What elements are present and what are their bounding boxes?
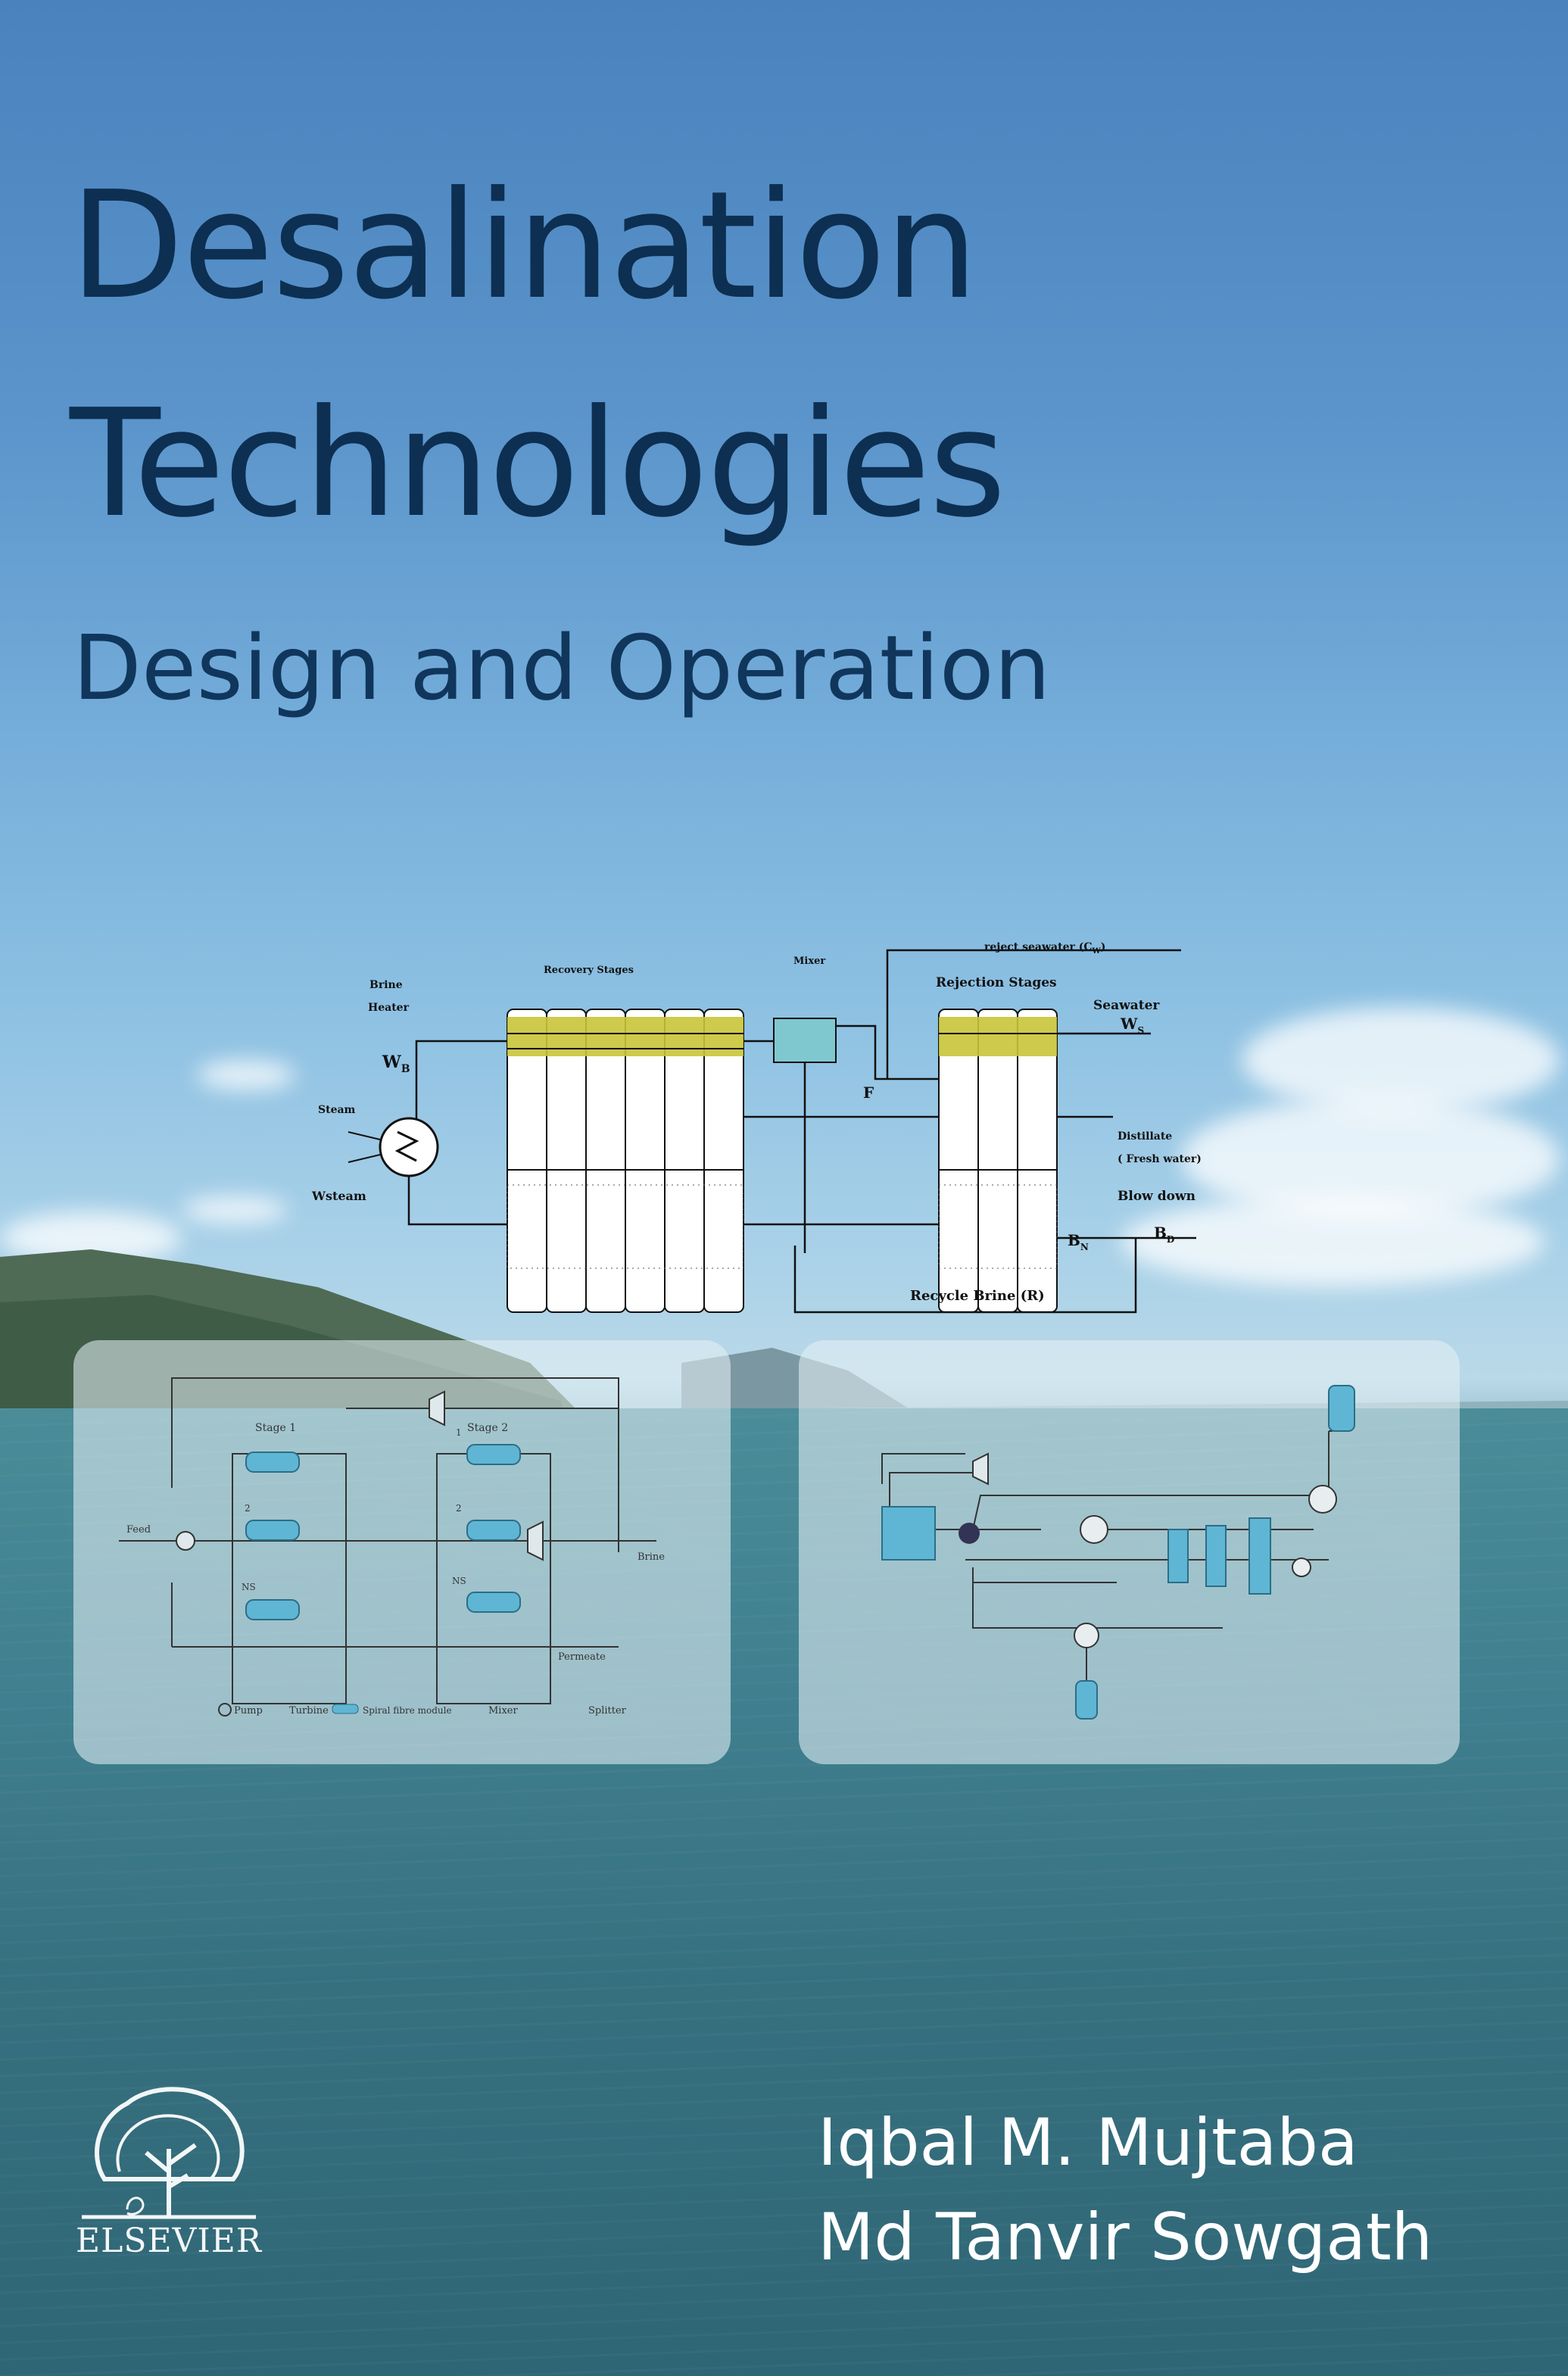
publisher-name: ELSEVIER: [75, 2222, 262, 2260]
stage-2-module-ns-number: NS: [452, 1576, 466, 1586]
title-line-2: Technologies: [70, 378, 1006, 550]
mixer-box: [773, 1018, 837, 1063]
process-lines: [407, 949, 1196, 1314]
cloud: [1121, 1196, 1545, 1287]
column-3: [1205, 1525, 1227, 1587]
storage-tank-bottom: [1075, 1680, 1098, 1720]
hybrid-process-panel: [799, 1340, 1460, 1764]
ws-label: WS: [1120, 1015, 1144, 1036]
bn-label: BN: [1068, 1231, 1089, 1252]
legend-splitter: Splitter: [588, 1705, 627, 1717]
brine-heater-label-1: Brine: [369, 979, 403, 991]
subtitle: Design and Operation: [73, 616, 1051, 720]
stage-1-label: Stage 1: [255, 1422, 296, 1434]
cloud: [197, 1060, 295, 1090]
stage-1-module-2-number: 2: [245, 1503, 251, 1514]
heat-exchanger: [959, 1523, 980, 1544]
stage-2-label: Stage 2: [467, 1422, 508, 1434]
distillate-label: Distillate: [1118, 1130, 1172, 1143]
process-unit: [881, 1506, 936, 1561]
ro-network-diagram: Stage 1 Stage 2 2 NS 1 2 NS Feed Brine P…: [119, 1377, 665, 1717]
column-4: [1248, 1517, 1271, 1595]
bd-label: BD: [1154, 1224, 1174, 1245]
brine-label: Brine: [637, 1551, 665, 1563]
mixer-label: Mixer: [793, 956, 825, 967]
permeate-label: Permeate: [558, 1651, 606, 1663]
seawater-label: Seawater: [1093, 998, 1160, 1013]
wb-label: WB: [382, 1052, 410, 1075]
fresh-water-label: ( Fresh water): [1118, 1153, 1202, 1165]
legend-spiral-module: Spiral fibre module: [363, 1705, 452, 1716]
rejection-stages: [938, 1009, 1058, 1313]
splitter-node: [1074, 1623, 1099, 1648]
mixer-node: [1308, 1485, 1337, 1514]
recovery-stages-label: Recovery Stages: [544, 965, 634, 976]
cloud: [1242, 1007, 1560, 1113]
column-2: [1167, 1529, 1189, 1583]
title-line-1: Desalination: [70, 160, 978, 332]
legend-turbine: Turbine: [289, 1705, 329, 1717]
stage-1-module-ns-number: NS: [242, 1582, 256, 1592]
blow-down-label: Blow down: [1118, 1189, 1195, 1204]
ro-modules-stage-2: [466, 1444, 521, 1613]
hybrid-process-diagram: [881, 1385, 1355, 1720]
storage-tank-top: [1328, 1385, 1355, 1432]
brine-heater-label-2: Heater: [368, 1002, 410, 1014]
ro-modules-stage-1: [245, 1451, 300, 1620]
rejection-stages-label: Rejection Stages: [936, 975, 1057, 990]
f-label: F: [863, 1084, 874, 1102]
legend: Pump Turbine Spiral fibre module Mixer S…: [218, 1703, 627, 1717]
stage-2-module-1-number: 1: [456, 1427, 462, 1438]
cloud: [182, 1196, 288, 1224]
feed-label: Feed: [126, 1524, 151, 1536]
legend-pump: Pump: [234, 1705, 263, 1717]
steam-label: Steam: [318, 1104, 356, 1116]
wsteam-label: Wsteam: [311, 1189, 366, 1203]
elsevier-tree-icon: [82, 2087, 256, 2219]
msf-process-diagram: Brine Heater WB Steam Wsteam Recovery St…: [311, 941, 1202, 1314]
recycle-brine-label: Recycle Brine (R): [910, 1288, 1045, 1304]
author-2: Md Tanvir Sowgath: [818, 2200, 1433, 2275]
pump: [1292, 1557, 1311, 1577]
legend-mixer: Mixer: [488, 1705, 518, 1717]
column-1: [1080, 1515, 1108, 1544]
ro-network-panel: Stage 1 Stage 2 2 NS 1 2 NS Feed Brine P…: [73, 1340, 731, 1764]
recovery-stages: [507, 1009, 744, 1313]
reject-seawater-label: reject seawater (CW): [984, 941, 1105, 956]
brine-heater: [379, 1117, 439, 1177]
publisher-logo: ELSEVIER: [74, 2066, 263, 2270]
stage-2-module-2-number: 2: [456, 1503, 462, 1514]
author-1: Iqbal M. Mujtaba: [818, 2105, 1358, 2181]
